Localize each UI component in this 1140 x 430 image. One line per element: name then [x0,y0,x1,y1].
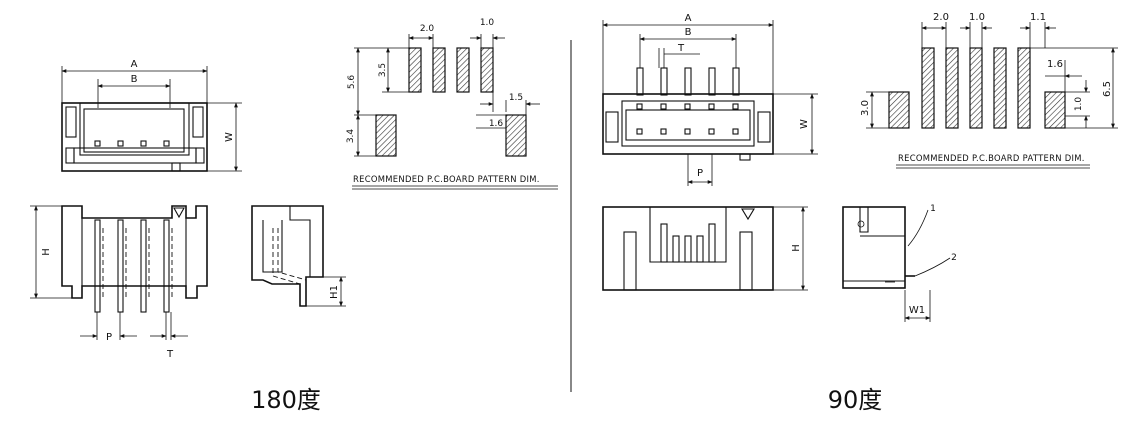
pcb-left-2-0: 2.0 [420,24,435,34]
left-180-section: A B W [30,18,558,414]
pcb-left-3-4: 3.4 [346,129,356,144]
dim-W-label-90: W [799,119,810,129]
right-front-pins [660,223,716,263]
right-side-view: 1 2 W1 [842,204,957,322]
dim-P-label: P [106,332,112,343]
dim-P-label-90: P [697,168,703,179]
left-top-view: A B W [61,59,242,172]
dim-W-label: W [224,132,235,142]
left-pcb-pattern: 2.0 1.0 3.5 5.6 3.4 1.5 1.6 [346,18,558,190]
pcb-right-1-6: 1.6 [1047,59,1063,70]
pcb-right-note: RECOMMENDED P.C.BOARD PATTERN DIM. [898,153,1085,163]
dim-H-label: H [41,248,52,256]
pcb-left-note: RECOMMENDED P.C.BOARD PATTERN DIM. [353,174,540,184]
pcb-left-1-0: 1.0 [480,18,495,28]
dim-B-label: B [131,74,138,85]
pcb-right-1-0-top: 1.0 [969,12,985,23]
dim-H-label-90: H [791,244,802,252]
dim-A-label-90: A [685,13,692,24]
right-front-view: H [602,206,808,291]
dim-T-label: T [166,349,174,360]
pcb-right-1-1: 1.1 [1030,12,1046,23]
pcb-right-6-5: 6.5 [1102,81,1113,97]
left-front-pins [94,219,173,313]
right-pcb-pattern: 2.0 1.0 1.1 6.5 1.6 1.0 [860,12,1118,169]
pcb-left-5-6: 5.6 [347,75,357,90]
right-90-section: A B T [602,12,1118,414]
left-caption: 180度 [251,386,321,414]
dim-A-label: A [131,59,138,70]
pcb-left-1-5: 1.5 [509,93,523,103]
dim-W1-label: W1 [909,305,925,316]
pcb-left-3-5: 3.5 [378,63,388,77]
left-side-view: H1 [251,205,346,307]
pcb-left-1-6: 1.6 [489,119,504,129]
left-front-view: H P T [30,205,208,360]
pcb-right-3-0: 3.0 [860,100,871,116]
left-top-pins [94,140,170,147]
callout-2: 2 [951,253,957,263]
pcb-right-1-0-side: 1.0 [1074,97,1084,112]
callout-1: 1 [930,204,936,214]
dim-H1-label: H1 [329,285,340,299]
dim-B-label-90: B [685,27,692,38]
right-top-pins [636,67,740,96]
right-caption: 90度 [828,386,883,414]
pcb-right-2-0: 2.0 [933,12,949,23]
right-top-pads [636,103,739,135]
right-top-view: A B T [602,13,818,186]
dim-T-label-90: T [677,43,685,54]
